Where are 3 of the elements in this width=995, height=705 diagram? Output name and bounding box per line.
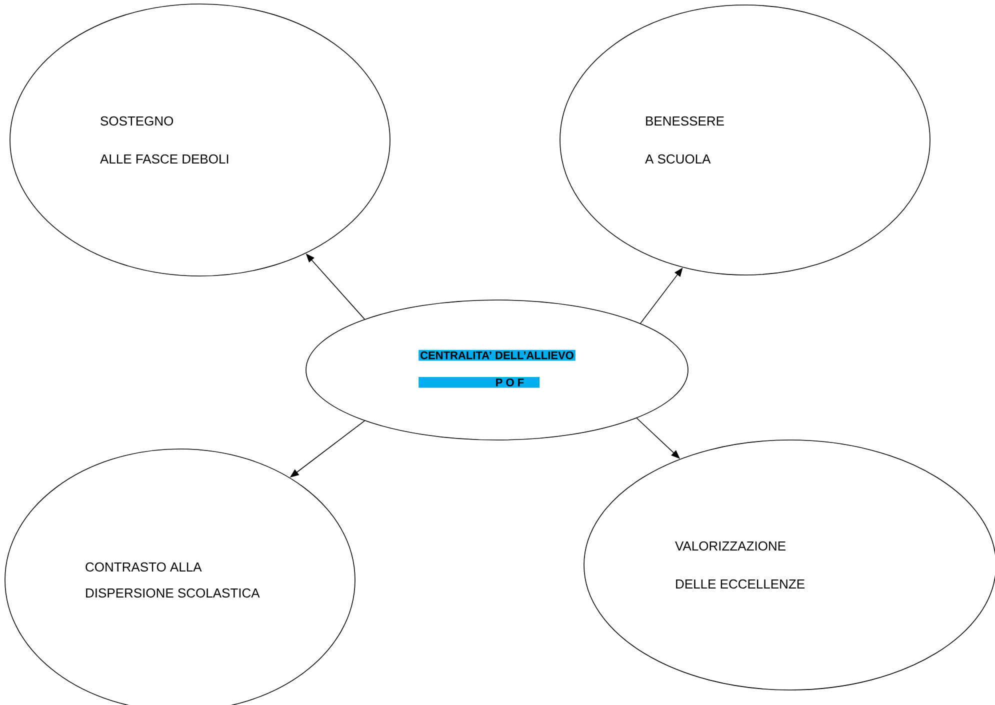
ellipse-node: BENESSERE A SCUOLA <box>560 4 930 276</box>
ellipse-node: SOSTEGNO ALLE FASCE DEBOLI <box>10 4 390 276</box>
ellipse-node: CENTRALITA’ DELL’ALLIEVO P O F <box>306 300 688 440</box>
